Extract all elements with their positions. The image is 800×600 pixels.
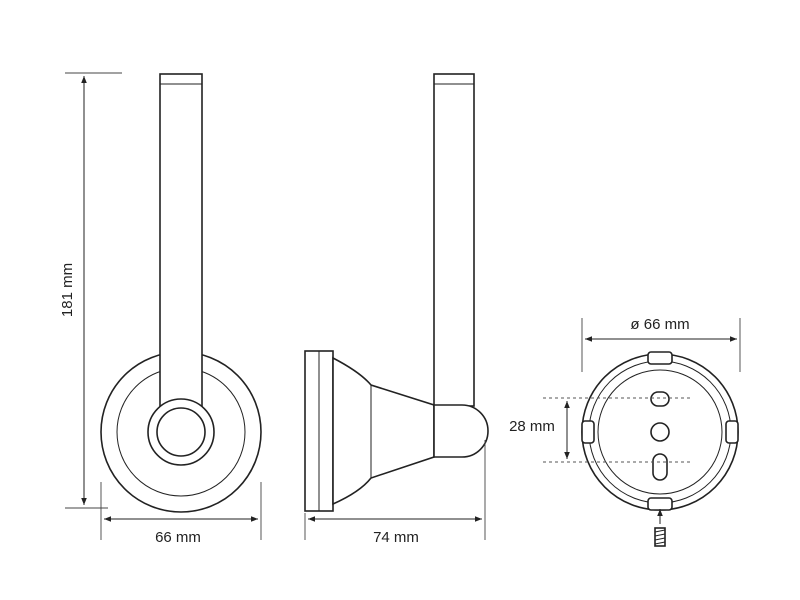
hole-spacing-label: 28 mm — [509, 418, 555, 435]
back-notch-right — [725, 420, 739, 444]
screw-thread-4 — [654, 541, 666, 545]
side-flared-base — [332, 356, 435, 506]
back-slot-bottom — [652, 453, 668, 481]
front-rod — [159, 73, 203, 431]
side-depth-label: 74 mm — [373, 529, 419, 546]
back-diameter-dimension: ø 66 mm — [581, 316, 741, 372]
back-view — [581, 351, 739, 511]
side-knob — [433, 404, 489, 458]
height-label: 181 mm — [59, 263, 76, 317]
back-slot-top — [650, 391, 670, 407]
back-notch-top — [647, 351, 673, 365]
front-width-label: 66 mm — [155, 529, 201, 546]
side-depth-dimension: 74 mm — [304, 440, 486, 546]
front-view — [100, 73, 262, 513]
screw-thread-3 — [654, 537, 666, 541]
back-notch-bottom — [647, 497, 673, 511]
screw-thread-2 — [654, 533, 666, 537]
side-view — [304, 73, 489, 512]
hole-spacing-dimension: 28 mm — [509, 397, 690, 463]
back-center-hole — [650, 422, 670, 442]
front-knob-inner — [156, 407, 206, 457]
screw-body — [654, 527, 666, 547]
screw-thread-1 — [654, 529, 666, 533]
back-diameter-label: ø 66 mm — [630, 316, 689, 333]
screw-icon — [654, 509, 666, 547]
back-ring-3 — [597, 369, 723, 495]
front-width-dimension: 66 mm — [100, 482, 262, 546]
back-notch-left — [581, 420, 595, 444]
side-rod — [433, 73, 475, 407]
